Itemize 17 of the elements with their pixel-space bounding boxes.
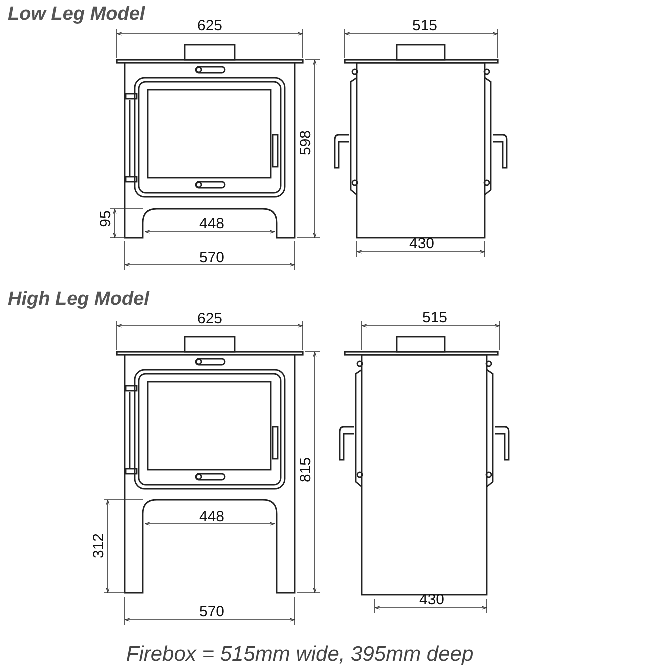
dimension-value: 625 xyxy=(197,312,223,326)
dimension-value: 815 xyxy=(298,457,314,483)
dimension-value: 625 xyxy=(197,18,223,34)
dimension-value: 598 xyxy=(298,130,314,156)
model-heading: High Leg Model xyxy=(8,290,150,309)
caption: Firebox = 515mm wide, 395mm deep xyxy=(125,643,475,667)
dimension-value: 430 xyxy=(419,592,445,608)
dimension-value: 448 xyxy=(199,216,225,232)
model-heading: Low Leg Model xyxy=(8,5,146,24)
dimension-value: 570 xyxy=(199,604,225,620)
dimension-value: 448 xyxy=(199,510,225,524)
dimension-value: 312 xyxy=(92,533,106,559)
dimension-value: 430 xyxy=(409,236,435,252)
dimension-value: 95 xyxy=(98,210,114,228)
dimension-value: 515 xyxy=(422,310,448,326)
dimension-value: 515 xyxy=(412,18,438,34)
dimension-value: 570 xyxy=(199,250,225,266)
